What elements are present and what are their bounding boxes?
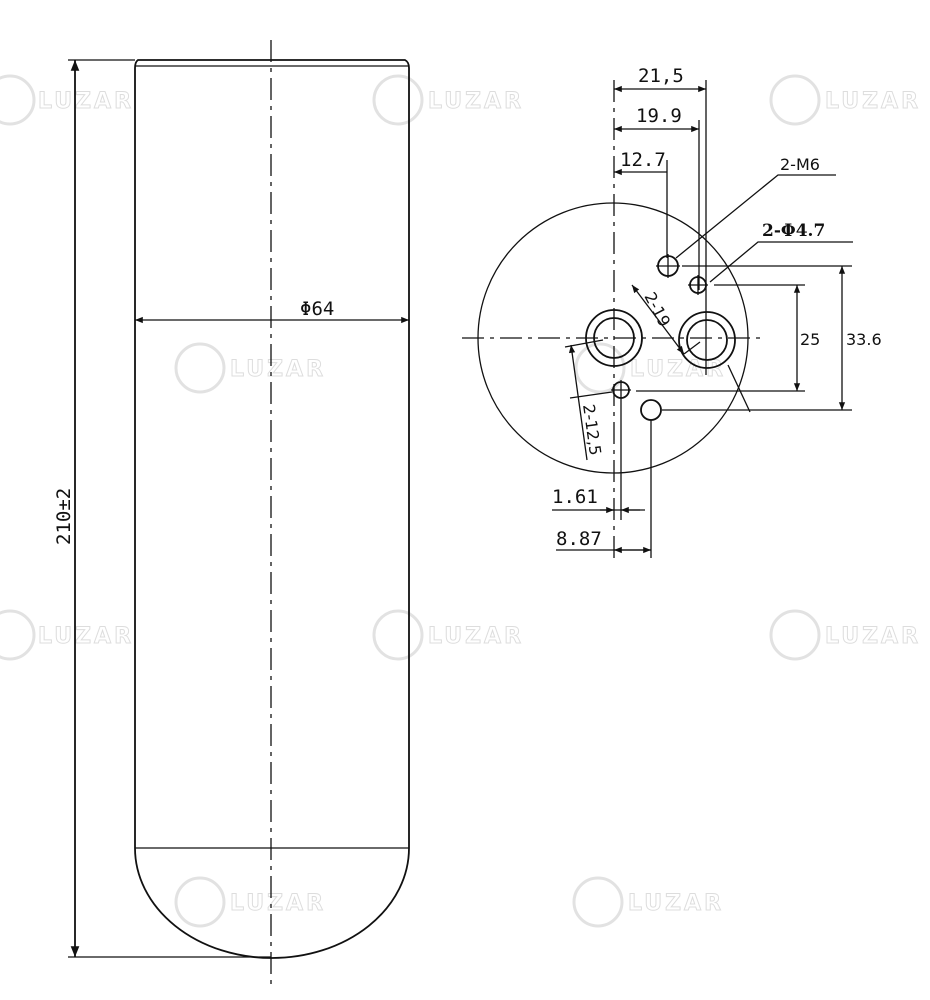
svg-text:LUZAR: LUZAR	[428, 624, 524, 649]
side-view: Φ64 210±2	[53, 40, 410, 988]
dim-12-7: 12.7	[620, 149, 666, 171]
watermark-logo: LUZAR	[572, 876, 724, 928]
dim-25: 25	[800, 330, 820, 349]
receiver-drier-body	[134, 59, 410, 959]
watermark-logo: LUZAR	[372, 609, 524, 661]
svg-text:LUZAR: LUZAR	[628, 891, 724, 916]
end-view: 21,5 19.9 12.7 2-M6 2-Φ4.7 25 33.6 2-19 …	[462, 65, 882, 560]
svg-text:LUZAR: LUZAR	[38, 624, 134, 649]
watermark-logo: LUZAR	[769, 609, 921, 661]
length-label: 210±2	[53, 488, 75, 545]
svg-text:LUZAR: LUZAR	[38, 89, 134, 114]
dim-19-9: 19.9	[636, 105, 682, 127]
svg-text:LUZAR: LUZAR	[825, 624, 921, 649]
svg-text:LUZAR: LUZAR	[230, 357, 326, 382]
thread-label: 2-M6	[780, 155, 820, 174]
svg-text:LUZAR: LUZAR	[230, 891, 326, 916]
dim-1-61: 1.61	[552, 486, 598, 508]
svg-text:LUZAR: LUZAR	[428, 89, 524, 114]
dim-8-87: 8.87	[556, 528, 602, 550]
dim-21-5: 21,5	[638, 65, 684, 87]
watermark-logo: LUZAR	[372, 74, 524, 126]
watermark-logo: LUZAR	[174, 342, 326, 394]
watermark-logo: LUZAR	[769, 74, 921, 126]
port-12-5-label: 2-12,5	[579, 403, 605, 457]
dim-33-6: 33.6	[846, 330, 882, 349]
holes-label: 2-Φ4.7	[762, 221, 825, 241]
svg-text:LUZAR: LUZAR	[825, 89, 921, 114]
svg-text:LUZAR: LUZAR	[630, 357, 726, 382]
watermark-logo: LUZAR	[0, 74, 134, 126]
watermarks: LUZAR LUZAR LUZAR LUZAR LUZAR LUZAR LUZA…	[0, 74, 921, 928]
port-19-label: 2-19	[640, 289, 674, 330]
watermark-logo: LUZAR	[174, 876, 326, 928]
watermark-logo: LUZAR	[0, 609, 134, 661]
diameter-label: Φ64	[300, 298, 334, 320]
